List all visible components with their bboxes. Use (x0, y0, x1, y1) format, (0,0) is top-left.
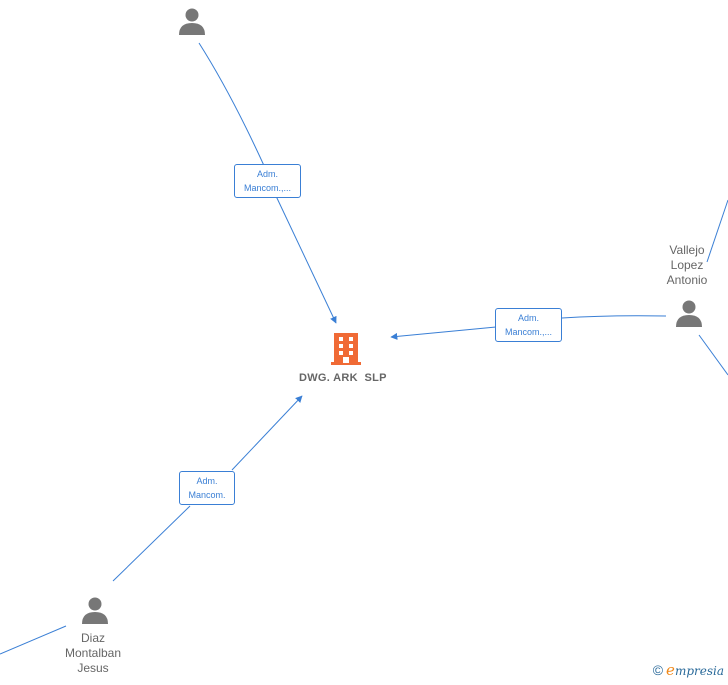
building-icon[interactable] (331, 333, 361, 365)
person-icon[interactable] (82, 597, 108, 625)
role-line-2: Mancom. (188, 490, 226, 500)
edge-line-right (561, 315, 667, 319)
role-line-1: Adm. (196, 476, 218, 486)
person-label-line: Vallejo (669, 243, 705, 257)
edge-line-offscreen-upper-right (706, 199, 728, 263)
empresia-logo: ©empresia (653, 661, 724, 679)
company-name[interactable]: DWG. ARK SLP (299, 372, 387, 384)
person-icon[interactable] (676, 300, 702, 328)
person-label-line: Diaz (80, 631, 105, 645)
role-box-bottom[interactable]: Adm. Mancom. (179, 471, 235, 505)
brand-name: mpresia (674, 664, 724, 678)
copyright-symbol: © (652, 662, 664, 678)
edge-line-top-arrow (275, 195, 337, 324)
person-label-line: Lopez (670, 258, 704, 272)
role-box-right[interactable]: Adm. Mancom.,... (495, 308, 562, 342)
edge-line-right-arrow (390, 326, 497, 340)
edge-line-bottom-arrow (231, 395, 303, 471)
role-box-top[interactable]: Adm. Mancom.,... (234, 164, 301, 198)
role-line-2: Mancom.,... (504, 327, 552, 337)
brand-initial: e (666, 661, 675, 679)
person-label-diaz[interactable]: Diaz Montalban Jesus (58, 631, 128, 676)
edge-line-top (198, 42, 267, 171)
person-label-line: Antonio (666, 273, 708, 287)
edge-line-offscreen-lower-right (698, 334, 728, 376)
role-line-1: Adm. (256, 169, 278, 179)
edge-line-bottom (112, 505, 191, 582)
person-label-vallejo[interactable]: Vallejo Lopez Antonio (657, 243, 717, 288)
person-label-line: Jesus (77, 661, 109, 675)
person-label-line: Montalban (64, 646, 122, 660)
person-icon[interactable] (179, 8, 205, 36)
role-line-1: Adm. (517, 313, 539, 323)
role-line-2: Mancom.,... (243, 183, 291, 193)
edge-line-offscreen-lower-left (0, 625, 67, 655)
